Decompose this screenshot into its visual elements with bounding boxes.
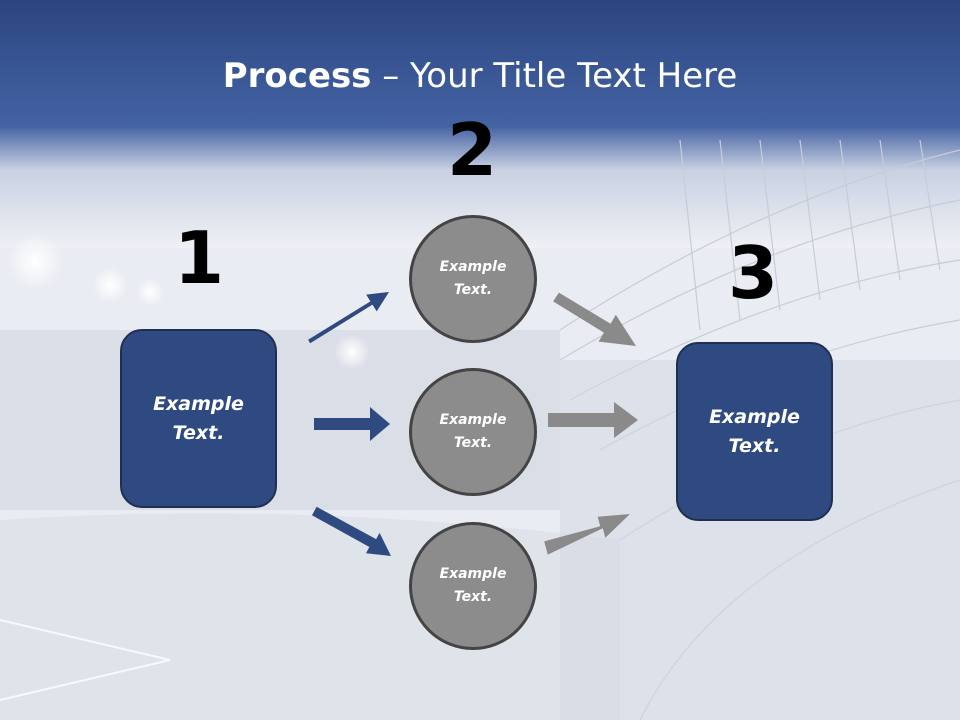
process-circle-bottom: Example Text. xyxy=(409,522,537,650)
circle-top-text: Example Text. xyxy=(439,259,507,298)
title-bold: Process xyxy=(222,56,372,96)
step-number-2: 2 xyxy=(446,108,498,192)
step-number-3: 3 xyxy=(727,231,779,315)
box-right-text: Example Text. xyxy=(709,405,800,457)
title-rest: – Your Title Text Here xyxy=(371,56,738,96)
arrow-left-to-bottom xyxy=(312,506,391,556)
circle-middle-text: Example Text. xyxy=(439,412,507,451)
slide-title: Process – Your Title Text Here xyxy=(0,54,960,98)
arrow-left-to-top xyxy=(308,292,389,344)
process-box-left: Example Text. xyxy=(120,329,277,508)
arrow-left-to-middle xyxy=(314,407,390,441)
circle-bottom-text: Example Text. xyxy=(439,566,507,605)
step-number-1: 1 xyxy=(173,216,225,300)
box-left-text: Example Text. xyxy=(153,392,244,444)
arrow-middle-to-right xyxy=(548,402,638,438)
process-circle-middle: Example Text. xyxy=(409,368,537,496)
arrow-bottom-to-right xyxy=(544,514,630,555)
process-circle-top: Example Text. xyxy=(409,215,537,343)
process-box-right: Example Text. xyxy=(676,342,833,521)
arrow-top-to-right xyxy=(553,292,636,346)
